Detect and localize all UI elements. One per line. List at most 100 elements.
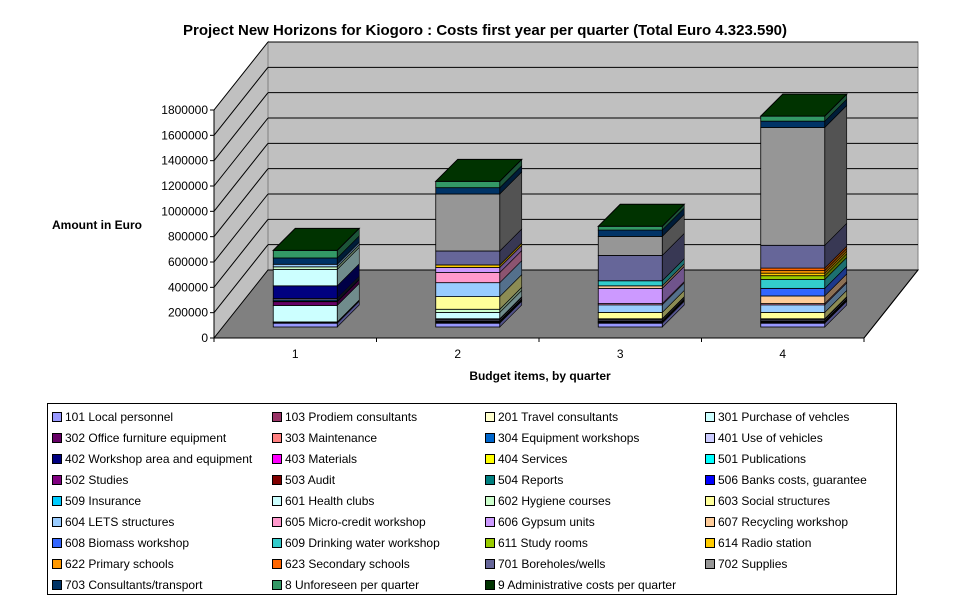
legend-item: 602 Hygiene courses xyxy=(485,490,705,511)
legend-label: 622 Primary schools xyxy=(65,556,174,571)
chart-title: Project New Horizons for Kiogoro : Costs… xyxy=(182,22,788,39)
legend-item: 403 Materials xyxy=(272,448,485,469)
legend-item: 404 Services xyxy=(485,448,705,469)
legend-label: 201 Travel consultants xyxy=(498,409,619,424)
legend-swatch-icon xyxy=(52,516,62,527)
legend-label: 103 Prodiem consultants xyxy=(285,409,418,424)
legend-label: 303 Maintenance xyxy=(285,430,378,445)
bar-q2 xyxy=(434,158,523,328)
legend-swatch-icon xyxy=(485,537,495,548)
svg-text:1200000: 1200000 xyxy=(161,179,208,193)
svg-text:4: 4 xyxy=(779,347,786,361)
plot-area: 0200000400000600000800000100000012000001… xyxy=(161,40,920,361)
svg-text:400000: 400000 xyxy=(168,280,208,294)
legend-swatch-icon xyxy=(272,537,282,548)
legend-label: 701 Boreholes/wells xyxy=(498,556,606,571)
legend-item: 402 Workshop area and equipment xyxy=(52,448,272,469)
bar-q1 xyxy=(272,227,361,328)
legend-label: 506 Banks costs, guarantee xyxy=(718,472,867,487)
legend-label: 301 Purchase of vehcles xyxy=(718,409,850,424)
legend-item: 623 Secondary schools xyxy=(272,553,485,574)
y-axis-label: Amount in Euro xyxy=(52,218,142,232)
legend-label: 614 Radio station xyxy=(718,535,812,550)
legend-swatch-icon xyxy=(52,453,62,464)
legend-item: 703 Consultants/transport xyxy=(52,574,272,595)
legend-label: 404 Services xyxy=(498,451,568,466)
legend-swatch-icon xyxy=(52,495,62,506)
legend-swatch-icon xyxy=(485,411,495,422)
legend-swatch-icon xyxy=(705,411,715,422)
legend-swatch-icon xyxy=(52,579,62,590)
y-axis: 0200000400000600000800000100000012000001… xyxy=(161,103,215,345)
legend-swatch-icon xyxy=(52,474,62,485)
svg-text:3: 3 xyxy=(617,347,624,361)
legend-item: 606 Gypsum units xyxy=(485,511,705,532)
legend-swatch-icon xyxy=(705,495,715,506)
legend-swatch-icon xyxy=(52,432,62,443)
legend-label: 611 Study rooms xyxy=(498,535,588,550)
legend-item: 501 Publications xyxy=(705,448,895,469)
legend-item: 609 Drinking water workshop xyxy=(272,532,485,553)
svg-text:2: 2 xyxy=(454,347,461,361)
legend-item: 504 Reports xyxy=(485,469,705,490)
legend-item: 303 Maintenance xyxy=(272,427,485,448)
legend-item: 9 Administrative costs per quarter xyxy=(485,574,705,595)
legend-item: 701 Boreholes/wells xyxy=(485,553,705,574)
svg-text:200000: 200000 xyxy=(168,306,208,320)
bar-q3 xyxy=(597,203,686,328)
legend-label: 702 Supplies xyxy=(718,556,788,571)
legend-label: 703 Consultants/transport xyxy=(65,577,203,592)
svg-text:600000: 600000 xyxy=(168,255,208,269)
legend-swatch-icon xyxy=(272,474,282,485)
legend-label: 403 Materials xyxy=(285,451,358,466)
legend-swatch-icon xyxy=(272,411,282,422)
legend-swatch-icon xyxy=(485,516,495,527)
legend-swatch-icon xyxy=(272,558,282,569)
legend-label: 604 LETS structures xyxy=(65,514,175,529)
svg-text:1800000: 1800000 xyxy=(161,103,208,117)
legend-swatch-icon xyxy=(485,579,495,590)
legend-swatch-icon xyxy=(485,495,495,506)
legend-item: 304 Equipment workshops xyxy=(485,427,705,448)
x-axis-label: Budget items, by quarter xyxy=(469,369,611,383)
legend-label: 603 Social structures xyxy=(718,493,831,508)
legend-label: 608 Biomass workshop xyxy=(65,535,190,550)
legend-swatch-icon xyxy=(485,432,495,443)
legend-item: 611 Study rooms xyxy=(485,532,705,553)
legend-label: 101 Local personnel xyxy=(65,409,174,424)
svg-text:0: 0 xyxy=(201,331,208,345)
legend-item: 603 Social structures xyxy=(705,490,895,511)
legend-swatch-icon xyxy=(705,453,715,464)
legend-label: 503 Audit xyxy=(285,472,336,487)
legend-swatch-icon xyxy=(705,432,715,443)
legend-swatch-icon xyxy=(705,474,715,485)
legend-label: 623 Secondary schools xyxy=(285,556,410,571)
legend-swatch-icon xyxy=(52,537,62,548)
legend-label: 607 Recycling workshop xyxy=(718,514,849,529)
legend-swatch-icon xyxy=(485,453,495,464)
legend-item: 614 Radio station xyxy=(705,532,895,553)
legend-item: 502 Studies xyxy=(52,469,272,490)
legend-swatch-icon xyxy=(272,453,282,464)
legend-label: 501 Publications xyxy=(718,451,807,466)
legend-swatch-icon xyxy=(272,516,282,527)
legend-item: 608 Biomass workshop xyxy=(52,532,272,553)
legend-item: 604 LETS structures xyxy=(52,511,272,532)
legend-swatch-icon xyxy=(705,516,715,527)
legend-swatch-icon xyxy=(272,579,282,590)
legend-item: 8 Unforeseen per quarter xyxy=(272,574,485,595)
legend-item: 506 Banks costs, guarantee xyxy=(705,469,895,490)
legend-swatch-icon xyxy=(705,537,715,548)
legend-label: 609 Drinking water workshop xyxy=(285,535,440,550)
legend-label: 602 Hygiene courses xyxy=(498,493,611,508)
legend-label: 509 Insurance xyxy=(65,493,142,508)
legend-label: 605 Micro-credit workshop xyxy=(285,514,426,529)
legend-item: 101 Local personnel xyxy=(52,406,272,427)
legend-label: 8 Unforeseen per quarter xyxy=(285,577,420,592)
legend-item: 201 Travel consultants xyxy=(485,406,705,427)
bar-q4 xyxy=(759,93,848,328)
legend-label: 304 Equipment workshops xyxy=(498,430,640,445)
legend-swatch-icon xyxy=(52,558,62,569)
legend-label: 606 Gypsum units xyxy=(498,514,595,529)
legend-item: 601 Health clubs xyxy=(272,490,485,511)
